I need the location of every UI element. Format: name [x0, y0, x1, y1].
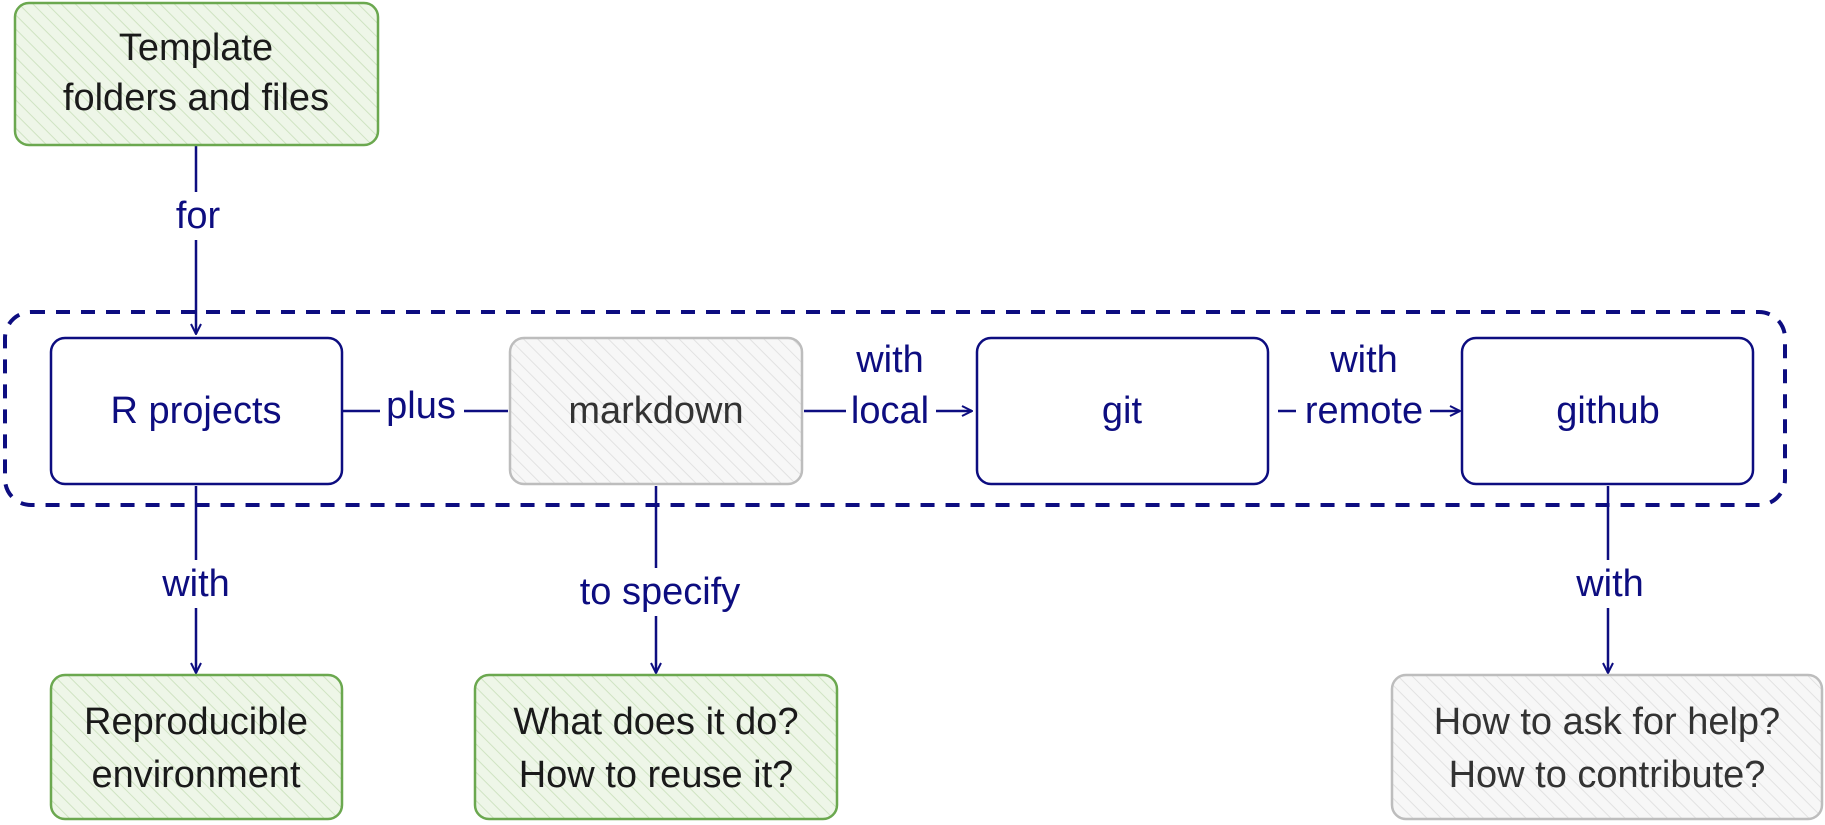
- edge-label-plus: plus: [386, 385, 456, 427]
- edge-label-with: with: [161, 563, 230, 605]
- edge-markdown-to-what-does: to specify: [560, 486, 760, 673]
- node-how-to-ask-for-help[interactable]: How to ask for help? How to contribute?: [1390, 673, 1824, 821]
- node-label: environment: [91, 754, 301, 796]
- node-git[interactable]: git: [975, 336, 1270, 486]
- node-label: How to reuse it?: [519, 754, 794, 796]
- node-r-projects[interactable]: R projects: [49, 336, 344, 486]
- node-label: git: [1102, 390, 1143, 432]
- node-label: folders and files: [63, 77, 329, 119]
- node-github[interactable]: github: [1460, 336, 1755, 486]
- node-label: Reproducible: [84, 701, 308, 743]
- edge-template-to-r-projects: for: [165, 146, 231, 334]
- edge-label-for: for: [176, 195, 221, 237]
- edge-label-local: local: [851, 390, 929, 432]
- edge-r-projects-to-reproducible: with: [154, 486, 240, 673]
- node-template-folders-and-files[interactable]: Template folders and files: [13, 1, 380, 147]
- node-markdown[interactable]: markdown: [508, 336, 804, 486]
- node-label: What does it do?: [513, 701, 798, 743]
- node-what-does-it-do[interactable]: What does it do? How to reuse it?: [473, 673, 839, 821]
- node-label: github: [1556, 390, 1660, 432]
- edge-label-to-specify: to specify: [580, 571, 741, 613]
- edge-git-to-github: with remote: [1278, 338, 1460, 432]
- edge-r-projects-to-markdown: plus: [343, 385, 508, 428]
- edge-label-with: with: [1575, 563, 1644, 605]
- node-label: markdown: [568, 390, 743, 432]
- node-label: How to contribute?: [1449, 754, 1766, 796]
- edge-github-to-how-to-ask: with: [1566, 486, 1652, 673]
- node-label: Template: [119, 27, 273, 69]
- edge-label-with: with: [855, 339, 924, 381]
- node-label: R projects: [110, 390, 281, 432]
- edge-markdown-to-git: with local: [804, 338, 972, 432]
- edge-label-remote: remote: [1305, 390, 1423, 432]
- group-container: [3, 310, 1787, 507]
- edge-label-with: with: [1329, 339, 1398, 381]
- node-label: How to ask for help?: [1434, 701, 1780, 743]
- node-reproducible-environment[interactable]: Reproducible environment: [49, 673, 344, 821]
